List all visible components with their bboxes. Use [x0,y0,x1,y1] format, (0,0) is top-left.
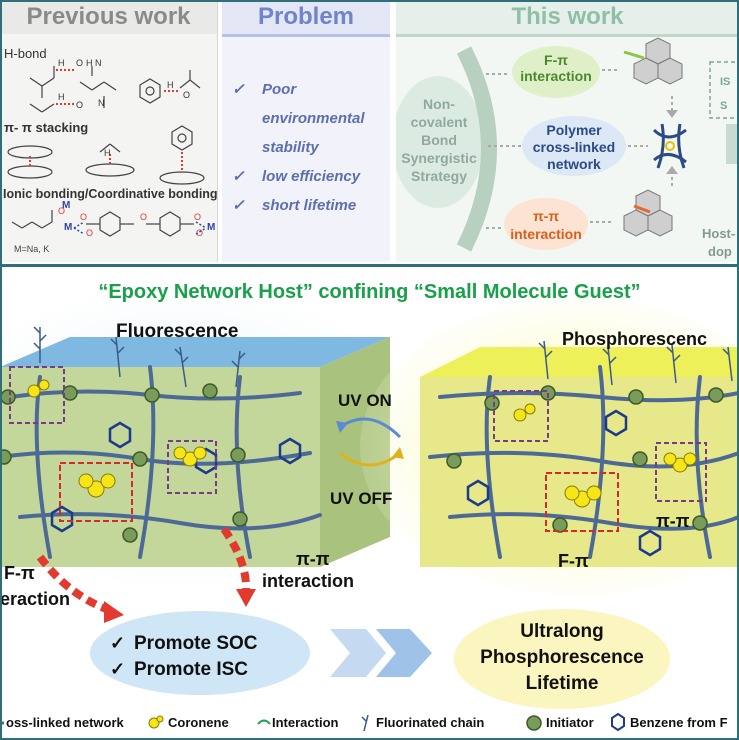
pi-pi-left-line-2: interaction [262,571,355,591]
svg-text:H: H [58,92,65,102]
fluorescence-label: Fluorescence [116,321,239,342]
pi-pi-top-2: interaction [510,226,582,242]
bottom-title: “Epoxy Network Host” confining “Small Mo… [98,281,641,303]
promote-check-2: ✓ [110,659,126,679]
h-bond-label: H-bond [4,46,47,61]
uv-off-label: UV OFF [330,489,393,508]
f-pi-top-1: F-π [544,52,568,68]
ultralong-line-2: Phosphorescence [480,647,644,668]
strategy-line-3: Bond [421,132,457,148]
pi-pi-top-1: π-π [532,208,560,224]
promote-check-1: ✓ [110,633,126,653]
clipped-label-s: S [720,100,728,112]
problem-header: Problem [222,0,390,37]
strategy-line-4: Synergistic [401,150,477,166]
strategy-line-1: Non- [423,96,455,112]
svg-text:N: N [98,98,105,108]
this-work-header: This work [396,0,739,37]
f-pi-left-line-1: F-π [4,563,35,583]
ultralong-line-3: Lifetime [525,673,599,694]
problem-item-low-efficiency: low efficiency [262,168,361,185]
host-guest-line-1: Host- [702,226,736,241]
svg-text:H: H [104,148,111,158]
this-work-panel: This work [396,0,739,262]
section-divider [0,264,739,267]
previous-work-header: Previous work [0,0,217,34]
f-pi-left-line-2: eraction [0,589,71,609]
polymer-line-1: Polymer [546,122,602,138]
legend-interaction: Interaction [272,715,339,730]
host-guest-line-2: dop [708,244,732,259]
strategy-line-2: covalent [410,114,468,130]
legend-fluorinated-chain: Fluorinated chain [376,715,485,730]
problem-check-1: ✓ [232,81,245,98]
problem-item-poor: Poor [262,81,297,98]
f-pi-right-label: F-π [558,551,589,571]
promote-soc-label: Promote SOC [134,633,258,654]
problem-check-2: ✓ [232,168,245,185]
legend-initiator: Initiator [546,715,594,730]
promote-isc-label: Promote ISC [134,659,249,680]
f-pi-top-2: interaction [520,68,592,84]
svg-text:O: O [58,206,65,216]
ionic-bonding-label: Ionic bonding/Coordinative bonding [3,187,218,201]
uv-on-label: UV ON [338,391,392,410]
phosphorescence-label: Phosphorescenc [562,329,708,349]
bottom-graphics [0,287,739,732]
ultralong-line-1: Ultralong [520,621,604,642]
problem-item-short-lifetime: short lifetime [262,197,357,214]
svg-text:H: H [58,58,65,68]
svg-text:O: O [196,228,203,238]
svg-text:H: H [167,80,174,90]
legend-coronene: Coronene [168,715,229,730]
svg-text:N: N [95,58,102,68]
bottom-panel: “Epoxy Network Host” confining “Small Mo… [0,267,739,740]
svg-text:O: O [80,212,87,222]
svg-text:O: O [140,212,147,222]
clipped-label-is: IS [720,76,731,88]
polymer-line-3: network [547,156,601,172]
svg-text:H: H [86,58,93,68]
svg-text:O: O [86,228,93,238]
metal-right-label: M [207,222,216,233]
metal-left-label: M [64,222,73,233]
problem-check-3: ✓ [232,197,245,214]
problem-item-stability: stability [262,139,319,156]
metal-cation-label: M [62,200,71,211]
metal-note: M=Na, K [14,244,50,254]
svg-text:O: O [76,100,83,110]
svg-text:O: O [183,90,190,100]
pi-stacking-label: π- π stacking [4,120,89,135]
svg-text:O: O [76,58,83,68]
pi-pi-right-label: π-π [656,511,690,531]
strategy-line-5: Strategy [410,168,468,184]
pi-pi-left-line-1: π-π [296,549,330,569]
problem-panel: Problem ✓ Poor environmental stability ✓… [222,0,390,262]
problem-item-environmental: environmental [262,110,365,127]
polymer-line-2: cross-linked [532,139,616,155]
legend-benzene: Benzene from F [630,715,728,730]
legend-crosslinked-network: oss-linked network [6,715,124,730]
this-work-graphics [396,37,739,252]
svg-text:O: O [194,212,201,222]
